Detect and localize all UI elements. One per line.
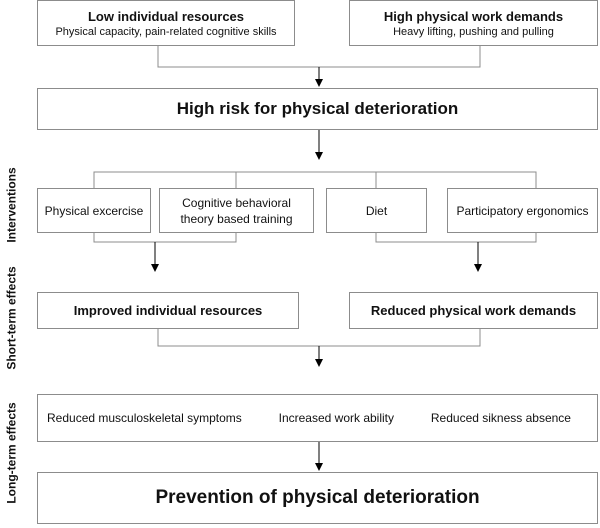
- connector-interventions-top: [93, 171, 537, 188]
- long-term-reduced-symptoms: Reduced musculoskeletal symptoms: [47, 411, 242, 425]
- reduced-physical-work-demands-text: Reduced physical work demands: [370, 303, 577, 318]
- intervention-diet: Diet: [365, 203, 388, 218]
- low-individual-resources-box: Low individual resources Physical capaci…: [37, 0, 295, 46]
- connector-risk-factors-to-risk: [157, 46, 481, 68]
- side-label-interventions: Interventions: [0, 150, 24, 260]
- high-risk-text: High risk for physical deterioration: [176, 99, 459, 118]
- improved-individual-resources-text: Improved individual resources: [73, 303, 263, 318]
- intervention-box: Diet: [326, 188, 427, 233]
- side-label-interventions-text: Interventions: [5, 167, 20, 243]
- long-term-increased-work-ability: Increased work ability: [278, 411, 395, 425]
- intervention-box: Participatory ergonomics: [447, 188, 598, 233]
- intervention-cbt-training: Cognitive behavioral theory based traini…: [180, 195, 293, 226]
- intervention-physical-exercise: Physical excercise: [44, 203, 144, 218]
- low-individual-resources-subtitle: Physical capacity, pain-related cognitiv…: [55, 25, 277, 38]
- intervention-participatory-ergonomics: Participatory ergonomics: [456, 203, 589, 218]
- high-risk-box: High risk for physical deterioration: [37, 88, 598, 130]
- side-label-short-term-text: Short-term effects: [5, 266, 20, 370]
- high-physical-work-demands-subtitle: Heavy lifting, pushing and pulling: [393, 25, 554, 38]
- connector-interventions-bottom: [93, 233, 537, 243]
- connector-short-term-bottom: [157, 329, 481, 347]
- side-label-long-term-text: Long-term effects: [5, 402, 19, 504]
- intervention-box: Physical excercise: [37, 188, 151, 233]
- intervention-box: Cognitive behavioral theory based traini…: [159, 188, 314, 233]
- long-term-reduced-sickness-absence: Reduced sikness absence: [430, 411, 571, 425]
- prevention-box: Prevention of physical deterioration: [37, 472, 598, 524]
- improved-individual-resources-box: Improved individual resources: [37, 292, 299, 329]
- side-label-long-term: Long-term effects: [0, 400, 24, 506]
- prevention-text: Prevention of physical deterioration: [155, 487, 480, 508]
- side-label-short-term: Short-term effects: [0, 262, 24, 374]
- reduced-physical-work-demands-box: Reduced physical work demands: [349, 292, 598, 329]
- low-individual-resources-title: Low individual resources: [87, 8, 245, 24]
- high-physical-work-demands-title: High physical work demands: [383, 8, 564, 24]
- long-term-effects-box: Reduced musculoskeletal symptoms Increas…: [37, 394, 598, 442]
- high-physical-work-demands-box: High physical work demands Heavy lifting…: [349, 0, 598, 46]
